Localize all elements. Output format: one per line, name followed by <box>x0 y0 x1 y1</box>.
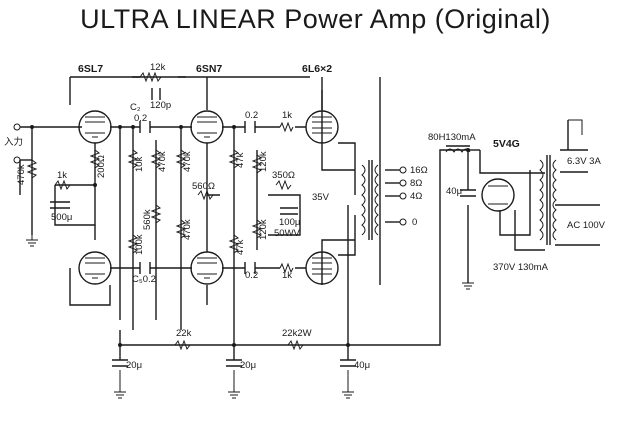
label-t0: 0 <box>412 217 417 228</box>
label-c100v: 50WV <box>274 228 301 239</box>
label-c-k1: 500μ <box>51 212 72 223</box>
label-c40a: 40μ <box>446 186 462 197</box>
label-r1k-top: 1k <box>282 110 292 121</box>
tube-6l6-upper <box>305 110 339 144</box>
output-terminals <box>13 123 407 226</box>
label-t8: 8Ω <box>410 178 422 189</box>
label-r120k-a: 120k <box>258 151 269 172</box>
output-transformer <box>361 160 379 240</box>
label-c2-val: 0.2 <box>134 113 147 124</box>
label-input: 入力 <box>4 136 23 148</box>
label-choke: 80H130mA <box>428 132 476 143</box>
label-r47k-b: 47k <box>235 239 246 255</box>
tube-v1-upper <box>78 110 112 144</box>
label-r1k-bot: 1k <box>282 270 292 281</box>
label-r22k: 22k <box>176 328 192 339</box>
label-r10k: 10k <box>134 156 145 172</box>
resistors <box>26 71 304 351</box>
tube-6l6-lower <box>305 251 339 285</box>
tube-label-v3: 6L6×2 <box>302 63 332 75</box>
tube-rectifier <box>481 178 515 212</box>
label-c20b: 20μ <box>240 360 256 371</box>
label-r470k-c: 470k <box>182 219 193 240</box>
tube-label-v2: 6SN7 <box>196 63 222 75</box>
label-c-top: 0.2 <box>245 110 258 121</box>
label-c20a: 20μ <box>126 360 142 371</box>
label-r470k-b: 470k <box>182 151 193 172</box>
label-c40b: 40μ <box>354 360 370 371</box>
label-ac: AC 100V <box>567 220 606 231</box>
label-r470k-a: 470k <box>157 151 168 172</box>
label-r-fb: 12k <box>150 62 166 73</box>
label-r-k1: 1k <box>57 170 67 181</box>
tube-v2-upper <box>190 110 224 144</box>
power-transformer <box>539 155 557 245</box>
label-r120k-b: 120k <box>258 219 269 240</box>
label-r560k: 560k <box>142 209 153 230</box>
tube-label-v1: 6SL7 <box>78 63 103 75</box>
capacitors <box>50 88 476 367</box>
label-r350: 350Ω <box>272 170 295 181</box>
label-c5: C₅0.2 <box>132 274 156 285</box>
choke <box>445 145 471 153</box>
ground-symbols <box>26 119 583 399</box>
tube-label-rect: 5V4G <box>493 138 520 150</box>
label-r-in: 470k <box>16 164 27 185</box>
label-c-fb: 120p <box>150 100 171 111</box>
label-hv: 370V 130mA <box>493 262 549 273</box>
diagram-title: ULTRA LINEAR Power Amp (Original) <box>80 4 551 34</box>
label-heater: 6.3V 3A <box>567 156 601 167</box>
label-c2-name: C₂ <box>130 102 141 113</box>
label-t16: 16Ω <box>410 165 428 176</box>
label-c100: 100μ <box>279 217 300 228</box>
tube-v1-lower <box>78 251 112 285</box>
label-r100k: 100k <box>134 234 145 255</box>
tube-v2-lower <box>190 251 224 285</box>
label-r560: 560Ω <box>192 181 215 192</box>
wiring <box>19 76 600 360</box>
label-r22k2w: 22k2W <box>282 328 312 339</box>
label-r-200: 200Ω <box>96 155 107 178</box>
label-r47k-a: 47k <box>235 152 246 168</box>
junctions <box>30 125 470 347</box>
label-c-bot: 0.2 <box>245 270 258 281</box>
label-v35: 35V <box>312 192 330 203</box>
label-t4: 4Ω <box>410 191 422 202</box>
